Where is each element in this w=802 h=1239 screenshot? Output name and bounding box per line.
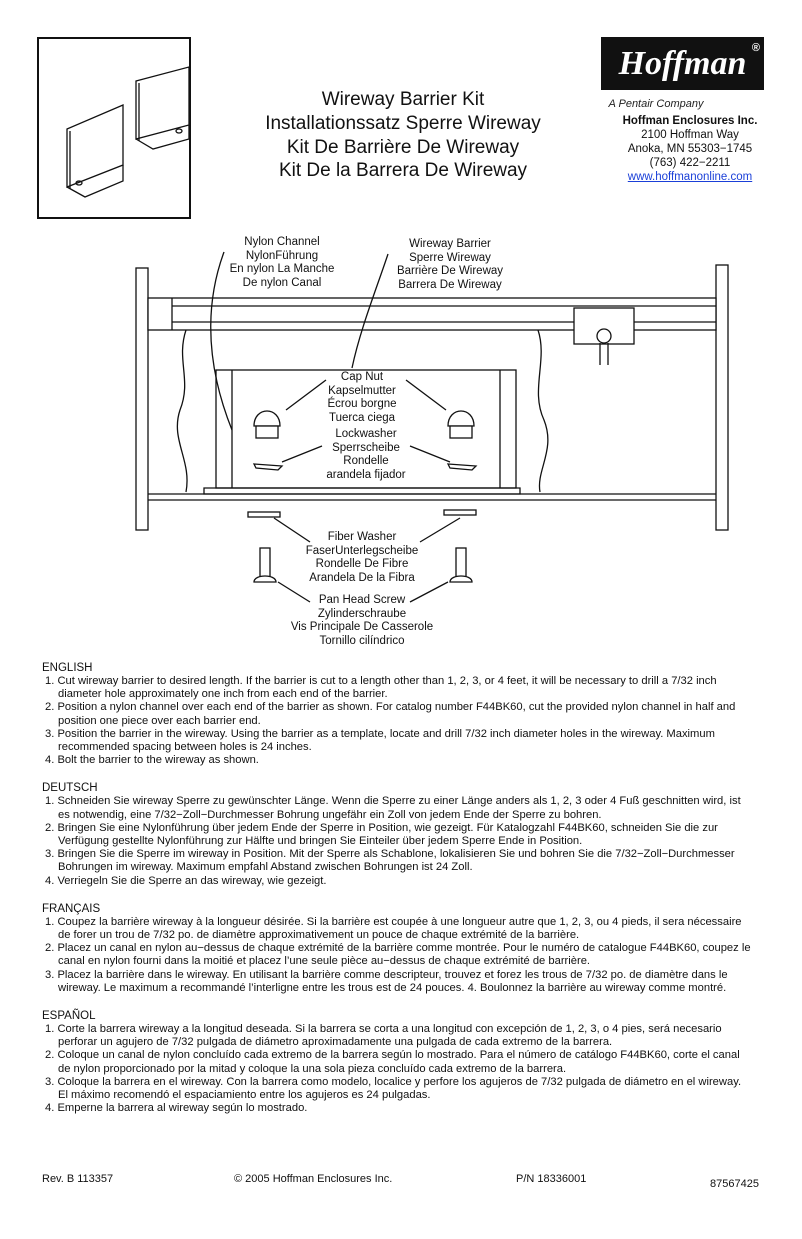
company-website-link[interactable]: www.hoffmanonline.com	[627, 171, 753, 183]
title-spanish: Kit De la Barrera De Wireway	[278, 160, 528, 181]
label-line: NylonFührung	[245, 249, 319, 262]
label-line: En nylon La Manche	[229, 263, 335, 275]
label-line: Tuerca ciega	[328, 411, 396, 424]
instruction-item: 3. Bringen Sie die Sperre im wireway in …	[45, 848, 735, 874]
label-line: Barrera De Wireway	[398, 278, 502, 291]
label-line: FaserUnterlegscheibe	[305, 544, 419, 557]
title-german: Installationssatz Sperre Wireway	[265, 113, 541, 134]
instruction-item: 1. Coupez la barrière wireway à la longu…	[45, 915, 742, 942]
company-tagline: A Pentair Company	[608, 98, 704, 110]
installation-diagram	[135, 251, 729, 603]
label-line: Wireway Barrier	[409, 238, 491, 250]
label-line: arandela fijador	[326, 468, 406, 481]
label-line: Sperre Wireway	[409, 251, 491, 264]
section-heading: ENGLISH	[42, 662, 93, 674]
label-line: Barrière De Wireway	[396, 265, 504, 277]
company-address-line2: Anoka, MN 55303−1745	[627, 143, 753, 155]
label-wireway-barrier: Wireway Barrier Sperre Wireway Barrière …	[390, 238, 510, 292]
registered-mark: ®	[751, 42, 760, 54]
instruction-item: 2. Coloque un canal de nylon concluído c…	[45, 1049, 740, 1075]
instruction-item: 3. Coloque la barrera en el wireway. Con…	[45, 1075, 742, 1102]
label-line: Sperrscheibe	[332, 441, 400, 454]
title-english: Wireway Barrier Kit	[321, 89, 485, 110]
label-lockwasher: Lockwasher Sperrscheibe Rondelle arandel…	[302, 428, 430, 482]
label-line: Nylon Channel	[244, 236, 320, 248]
company-phone: (763) 422−2211	[649, 157, 731, 169]
label-cap-nut: Cap Nut Kapselmutter Écrou borgne Tuerca…	[302, 371, 422, 425]
footer-copyright: © 2005 Hoffman Enclosures Inc.	[234, 1173, 393, 1185]
label-line: Vis Principale De Casserole	[290, 621, 434, 633]
label-line: De nylon Canal	[242, 276, 322, 289]
label-line: Écrou borgne	[327, 398, 397, 410]
company-info: Hoffman Enclosures Inc. 2100 Hoffman Way…	[612, 114, 768, 184]
instruction-item: 1. Corte la barrera wireway a la longitu…	[45, 1023, 722, 1049]
title-french: Kit De Barrière De Wireway	[286, 137, 520, 158]
label-line: Rondelle	[343, 455, 389, 467]
barrier-kit-illustration	[66, 66, 190, 198]
label-line: Fiber Washer	[327, 531, 397, 543]
company-name: Hoffman Enclosures Inc.	[622, 115, 758, 127]
label-line: Arandela De la Fibra	[309, 571, 415, 584]
instruction-item: 2. Bringen Sie eine Nylonführung über je…	[45, 821, 718, 848]
footer-revision: Rev. B 113357	[42, 1173, 114, 1185]
hoffman-logo: Hoffman ®	[601, 37, 764, 90]
instructions: ENGLISH 1. Cut wireway barrier to desire…	[42, 661, 754, 1115]
instruction-item: 4. Emperne la barrera al wireway según l…	[45, 1102, 308, 1115]
label-nylon-channel: Nylon Channel NylonFührung En nylon La M…	[222, 236, 342, 290]
instruction-item: 3. Placez la barrière dans le wireway. E…	[45, 968, 728, 994]
footer-part-number: P/N 18336001	[516, 1173, 587, 1185]
section-deutsch: DEUTSCH 1. Schneiden Sie wireway Sperre …	[42, 781, 754, 887]
instruction-item: 1. Schneiden Sie wireway Sperre zu gewün…	[45, 795, 741, 821]
company-address-line1: 2100 Hoffman Way	[641, 129, 739, 141]
logo-wordmark: Hoffman	[618, 44, 747, 82]
label-line: Kapselmutter	[328, 384, 396, 397]
section-francais: FRANÇAIS 1. Coupez la barrière wireway à…	[42, 902, 754, 995]
section-heading: ESPAÑOL	[42, 1010, 96, 1023]
label-line: Tornillo cilíndrico	[319, 634, 405, 647]
product-thumbnail	[37, 37, 191, 219]
instruction-item: 2. Position a nylon channel over each en…	[45, 701, 736, 727]
instruction-item: 4. Bolt the barrier to the wireway as sh…	[45, 754, 259, 767]
footer-document-code: 87567425	[710, 1178, 759, 1190]
label-pan-head-screw: Pan Head Screw Zylinderschraube Vis Prin…	[280, 594, 444, 648]
label-line: Pan Head Screw	[318, 594, 406, 606]
section-heading: DEUTSCH	[42, 782, 98, 795]
label-line: Lockwasher	[335, 428, 397, 440]
label-line: Rondelle De Fibre	[315, 558, 409, 570]
instruction-item: 1. Cut wireway barrier to desired length…	[45, 675, 717, 701]
instruction-item: 4. Verriegeln Sie die Sperre an das wire…	[45, 874, 327, 887]
label-line: Zylinderschraube	[317, 607, 407, 620]
section-espanol: ESPAÑOL 1. Corte la barrera wireway a la…	[42, 1009, 754, 1115]
label-line: Cap Nut	[340, 371, 384, 383]
section-english: ENGLISH 1. Cut wireway barrier to desire…	[42, 661, 754, 767]
instruction-item: 2. Placez un canal en nylon au−dessus de…	[45, 942, 751, 968]
label-fiber-washer: Fiber Washer FaserUnterlegscheibe Rondel…	[296, 531, 428, 585]
instruction-item: 3. Position the barrier in the wireway. …	[45, 727, 715, 754]
section-heading: FRANÇAIS	[42, 902, 101, 915]
